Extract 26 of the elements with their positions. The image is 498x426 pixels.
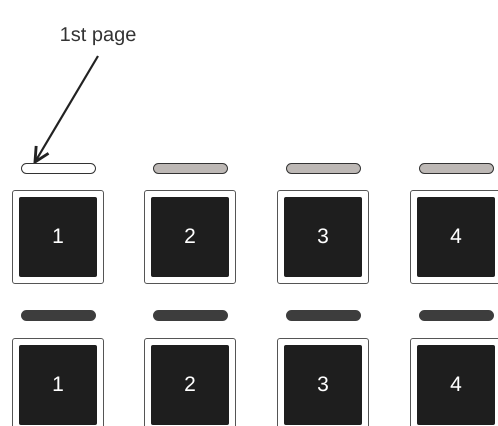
callout-text: 1st page xyxy=(60,24,136,46)
pad-key: 3 xyxy=(284,345,362,425)
pad-frame xyxy=(277,338,369,426)
indicator-bar xyxy=(21,310,96,321)
indicator-bar xyxy=(153,310,228,321)
arrow xyxy=(34,55,99,164)
pad-frame xyxy=(144,338,236,426)
pad-frame xyxy=(277,190,369,284)
pad-frame xyxy=(12,190,104,284)
pad-key: 2 xyxy=(151,197,229,277)
indicator-bar xyxy=(419,310,494,321)
pad-key: 2 xyxy=(151,345,229,425)
pad-frame xyxy=(12,338,104,426)
pad-frame xyxy=(410,190,498,284)
pad-frame xyxy=(410,338,498,426)
indicator-bar xyxy=(286,310,361,321)
indicator-bar xyxy=(21,163,96,174)
indicator-bar xyxy=(153,163,228,174)
indicator-bar xyxy=(419,163,494,174)
pad-key: 1 xyxy=(19,197,97,277)
pad-key: 4 xyxy=(417,197,495,277)
indicator-bar xyxy=(286,163,361,174)
pad-key: 3 xyxy=(284,197,362,277)
pad-key: 1 xyxy=(19,345,97,425)
pad-frame xyxy=(144,190,236,284)
pad-key: 4 xyxy=(417,345,495,425)
